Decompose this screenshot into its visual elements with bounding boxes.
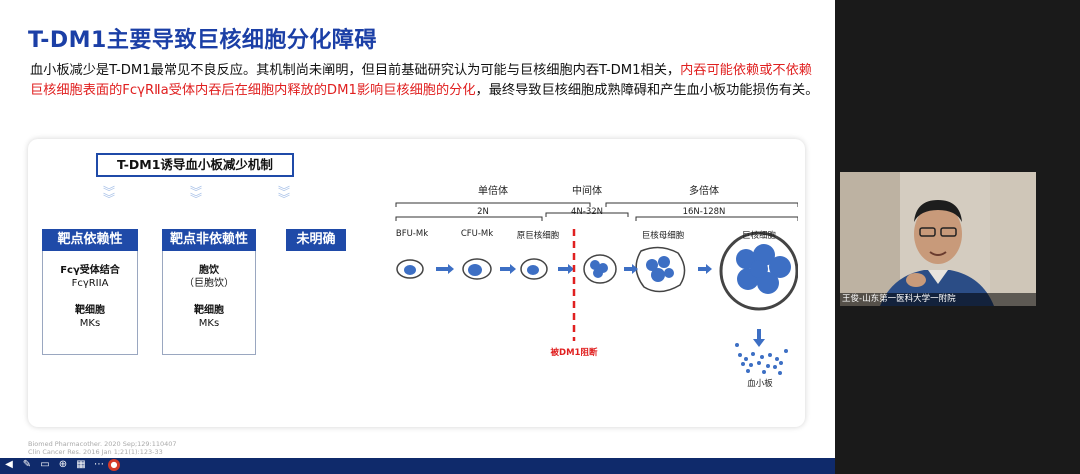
arrow-right-icon (558, 264, 574, 274)
zoom-icon[interactable]: ⊕ (58, 459, 68, 470)
mechanism-title: T-DM1诱导血小板减少机制 (96, 153, 294, 177)
arrow-down-icon (753, 329, 765, 347)
stage-label-megakaryoblast: 巨核母细胞 (641, 231, 685, 241)
webcam-video-feed: 王俊-山东第一医科大学一附院 (840, 172, 1036, 306)
chevron-down-icon: ︾︾ (189, 185, 202, 206)
ploidy-label-16n-128n: 16N-128N (682, 207, 726, 217)
previous-icon[interactable]: ◀ (5, 459, 13, 470)
target-cell-label: 靶细胞 (194, 305, 224, 316)
speaker-video (840, 172, 1036, 306)
group-label-intermediate: 中间体 (572, 186, 602, 197)
arrow-right-icon (436, 264, 454, 274)
reference-1: Biomed Pharmacother. 2020 Sep;129:110407 (28, 440, 177, 448)
macropinocytosis-label: （巨胞饮） (184, 278, 234, 289)
bracket-intermediate (545, 212, 629, 217)
bracket-16n (635, 216, 798, 221)
chevron-down-icon: ︾︾ (102, 185, 115, 206)
arrow-right-icon (624, 264, 638, 274)
stage-label-promegakaryoblast: 原巨核细胞 (516, 231, 560, 241)
category-target-independent: 靶点非依赖性 (162, 229, 256, 251)
arrow-right-icon (698, 264, 712, 274)
pinocytosis-label: 胞饮 (199, 265, 219, 276)
differentiation-svg (395, 202, 798, 375)
fc-receptor-binding-label: Fcγ受体结合 (60, 265, 120, 276)
reference-2: Clin Cancer Res. 2016 Jan 1;21(1):123-33 (28, 448, 163, 456)
grid-icon[interactable]: ▦ (76, 459, 86, 470)
ploidy-label-2n: 2N (477, 207, 489, 217)
participant-name-label: 王俊-山东第一医科大学一附院 (840, 293, 1036, 306)
category-target-dependent: 靶点依赖性 (42, 229, 138, 251)
presentation-toolbar (0, 458, 835, 474)
group-label-haploid: 单倍体 (478, 186, 508, 197)
bracket-haploid (395, 202, 591, 207)
intro-text-part2: ，最终导致巨核细胞成熟障碍和产生血小板功能损伤有关。 (475, 83, 819, 98)
megakaryocyte-differentiation-diagram: 单倍体 中间体 多倍体 2N 4N-32N 16N-128N BFU-Mk CF… (388, 169, 798, 419)
stage-label-megakaryocyte: 巨核细胞 (741, 231, 777, 241)
more-icon[interactable]: ⋯ (94, 459, 104, 470)
category-unclear: 未明确 (286, 229, 346, 251)
bracket-2n (395, 216, 543, 221)
mks-label: MKs (198, 318, 220, 329)
intro-paragraph: 血小板减少是T-DM1最常见不良反应。其机制尚未阐明，但目前基础研究认为可能与巨… (30, 61, 820, 101)
slide-title: T-DM1主要导致巨核细胞分化障碍 (28, 28, 377, 53)
target-cell-label: 靶细胞 (75, 305, 105, 316)
mechanism-figure-panel: T-DM1诱导血小板减少机制 ︾︾ ︾︾ ︾︾ 靶点依赖性 Fcγ受体结合 Fc… (28, 139, 805, 427)
subtitles-icon[interactable]: ▭ (40, 459, 50, 470)
pen-icon[interactable]: ✎ (22, 459, 32, 470)
ploidy-label-4n-32n: 4N-32N (570, 207, 604, 217)
dm1-block-label: 被DM1阻断 (550, 348, 598, 358)
arrow-right-icon (500, 264, 516, 274)
bracket-polyploid (605, 202, 798, 207)
platelet-label: 血小板 (747, 379, 773, 389)
category-target-dependent-box: Fcγ受体结合 FcγRIIA 靶细胞 MKs (42, 251, 138, 355)
intro-text-part1: 血小板减少是T-DM1最常见不良反应。其机制尚未阐明，但目前基础研究认为可能与巨… (30, 63, 681, 78)
stage-label-cfu-mk: CFU-Mk (460, 229, 494, 239)
stage-label-bfu-mk: BFU-Mk (395, 229, 429, 239)
category-target-independent-box: 胞饮 （巨胞饮） 靶细胞 MKs (162, 251, 256, 355)
intro-text-highlight: 内吞可能依赖或不依赖巨核细胞表面的FcγRⅡa受体内吞后在细胞内释放的DM1影响… (30, 63, 812, 98)
platelets-cluster (735, 343, 788, 375)
mks-label: MKs (79, 318, 101, 329)
pointer-icon[interactable]: ● (108, 459, 120, 471)
presentation-slide: T-DM1主要导致巨核细胞分化障碍 血小板减少是T-DM1最常见不良反应。其机制… (0, 0, 835, 458)
chevron-down-icon: ︾︾ (277, 185, 290, 206)
references: Biomed Pharmacother. 2020 Sep;129:110407… (28, 440, 177, 456)
fcgriia-label: FcγRIIA (71, 278, 109, 289)
group-label-polyploid: 多倍体 (689, 186, 719, 197)
